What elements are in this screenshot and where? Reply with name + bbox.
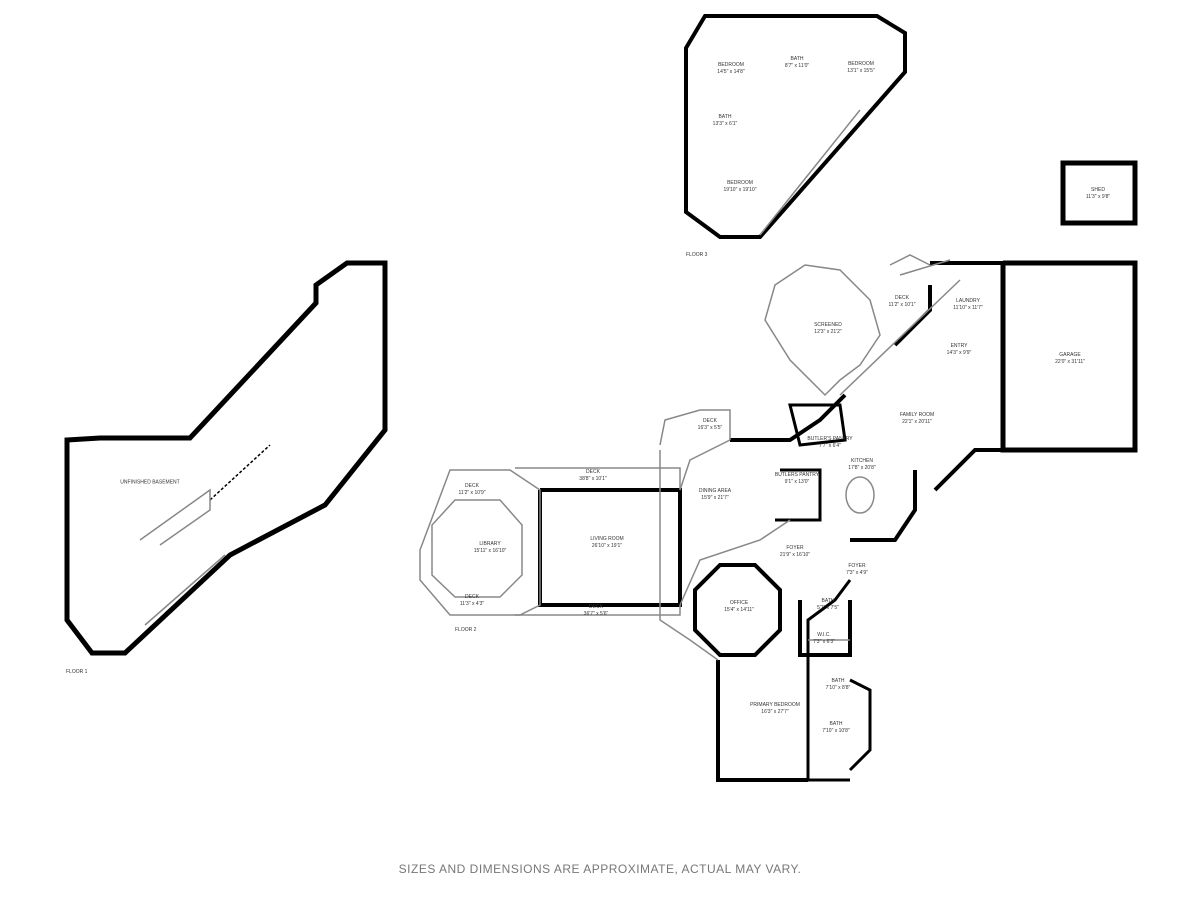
- dining-deck: [659, 409, 731, 446]
- floor1-label: FLOOR 1: [66, 669, 88, 675]
- living-deck: [515, 467, 681, 490]
- floor2-label: FLOOR 2: [455, 627, 477, 633]
- basement-walls: [64, 260, 388, 656]
- floor3-walls: [684, 14, 907, 239]
- kitchen-island: [845, 476, 875, 514]
- disclaimer: SIZES AND DIMENSIONS ARE APPROXIMATE, AC…: [398, 862, 802, 876]
- floor3-label: FLOOR 3: [686, 252, 708, 258]
- room-label: UNFINISHED BASEMENT: [120, 479, 180, 486]
- shed-walls: [1060, 160, 1138, 226]
- screened-porch: [764, 264, 881, 397]
- main-floor-walls: [930, 261, 1005, 492]
- library-deck: [419, 469, 541, 616]
- room-label: W.I.C.7'3" x 6'3": [813, 632, 835, 645]
- library-octagon: [431, 499, 523, 598]
